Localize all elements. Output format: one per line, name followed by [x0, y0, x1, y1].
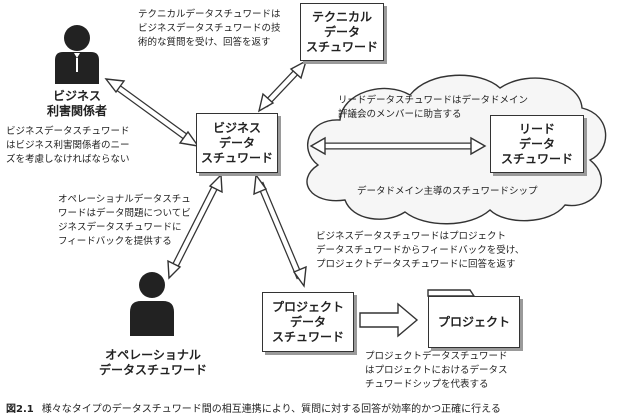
stakeholder-note: ビジネスデータスチュワード はビジネス利害関係者のニー ズを考慮しなければならな…: [6, 126, 130, 165]
operational-note: オペレーショナルデータスチュ ワードはデータ問題についてビ ジネスデータスチュワ…: [58, 194, 191, 247]
figure-caption-text: 様々なタイプのデータスチュワード間の相互連携により、質問に対する回答が効率的かつ…: [41, 404, 501, 415]
right-arrow-icon: [359, 302, 419, 338]
project-data-steward-box: プロジェクト データ スチュワード: [262, 292, 354, 352]
person-icon: [130, 272, 174, 336]
figure-number: 図2.1: [6, 404, 34, 415]
domain-led-stewardship-label: データドメイン主導のスチュワードシップ: [357, 186, 538, 197]
lead-note: リードデータスチュワードはデータドメイン 評議会のメンバーに助言する: [338, 95, 529, 120]
operational-data-steward-label: オペレーショナル データスチュワード: [98, 348, 207, 377]
business-project-note: ビジネスデータスチュワードはプロジェクト データスチュワードからフィードバックを…: [316, 231, 525, 270]
project-note: プロジェクトデータスチュワード はプロジェクトにおけるデータス チュワードシップ…: [365, 351, 508, 390]
bidirectional-arrow-icon: [257, 59, 308, 113]
bidirectional-arrow-icon: [104, 78, 200, 147]
figure-caption: 図2.1 様々なタイプのデータスチュワード間の相互連携により、質問に対する回答が効…: [6, 400, 501, 415]
business-stakeholder-label: ビジネス 利害関係者: [46, 89, 107, 118]
business-data-steward-box: ビジネス データ スチュワード: [196, 113, 278, 173]
bidirectional-arrow-icon: [309, 136, 487, 156]
technical-data-steward-box: テクニカル データ スチュワード: [300, 3, 384, 61]
technical-note: テクニカルデータスチュワードは ビジネスデータスチュワードの技 術的な質問を受け…: [138, 9, 281, 48]
bidirectional-arrow-icon: [253, 173, 307, 288]
project-box: プロジェクト: [428, 296, 520, 348]
bidirectional-arrow-icon: [167, 173, 223, 280]
person-icon: [55, 25, 99, 84]
cloud-icon: [306, 74, 607, 225]
lead-data-steward-box: リード データ スチュワード: [490, 115, 584, 173]
